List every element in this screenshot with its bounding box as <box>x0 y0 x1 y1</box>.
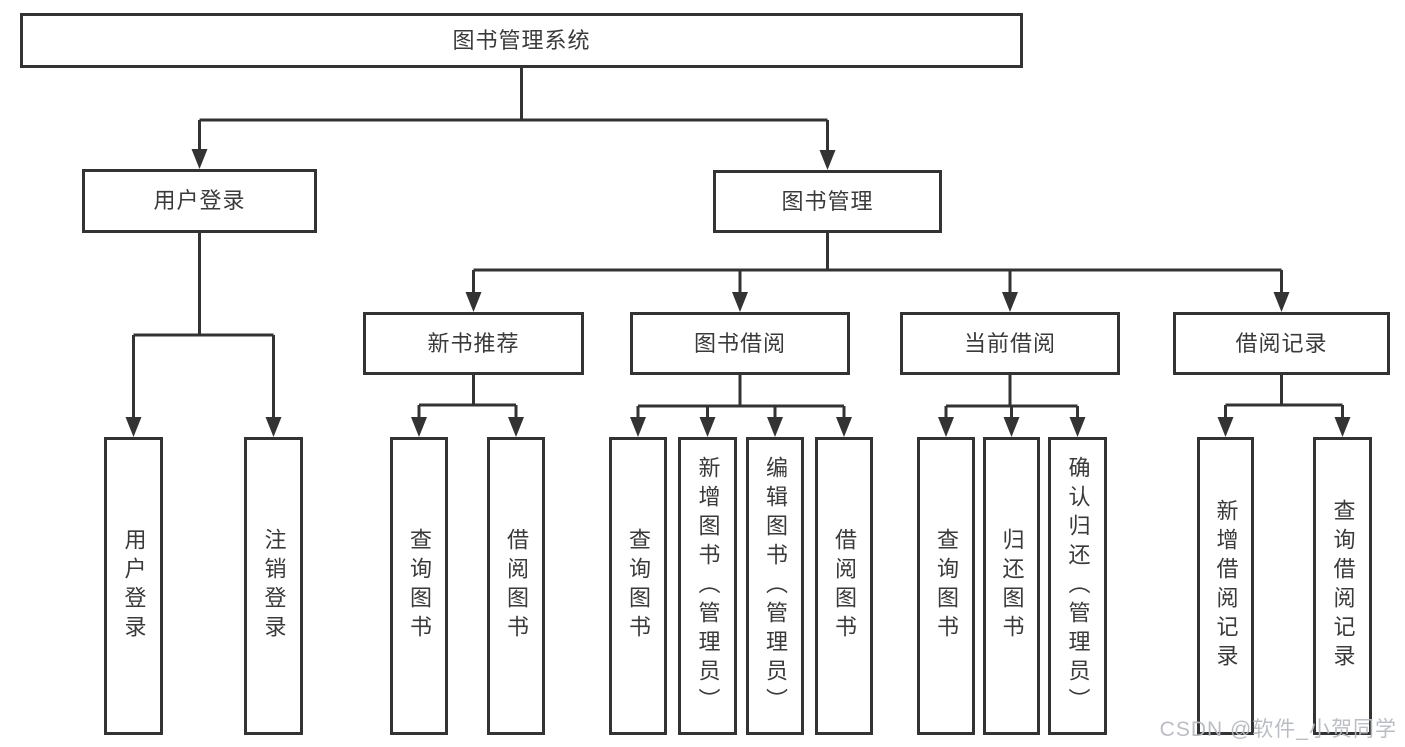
node-book-management: 图书管理 <box>713 170 942 233</box>
leaf-borrow-books-recommend: 借阅图书 <box>487 437 545 735</box>
node-label: 编辑图书（管理员） <box>763 455 788 717</box>
node-label: 查询图书 <box>407 528 432 644</box>
leaf-query-books-current: 查询图书 <box>917 437 975 735</box>
node-label: 借阅记录 <box>1235 330 1328 356</box>
node-label: 查询图书 <box>626 528 651 644</box>
leaf-query-books-recommend: 查询图书 <box>390 437 448 735</box>
node-book-borrowing: 图书借阅 <box>630 312 850 375</box>
leaf-logout: 注销登录 <box>244 437 303 735</box>
node-label: 新增借阅记录 <box>1213 499 1239 673</box>
node-label: 图书管理 <box>781 188 874 214</box>
node-library-system: 图书管理系统 <box>20 13 1023 68</box>
csdn-watermark: CSDN @软件_小贺同学 <box>1159 718 1397 741</box>
node-label: 用户登录 <box>121 528 147 644</box>
node-label: 归还图书 <box>999 528 1025 644</box>
node-borrowing-records: 借阅记录 <box>1173 312 1390 375</box>
node-label: 新增图书（管理员） <box>695 455 721 717</box>
leaf-add-books-admin: 新增图书（管理员） <box>678 437 737 735</box>
node-label: 当前借阅 <box>963 330 1056 356</box>
node-current-borrowing: 当前借阅 <box>900 312 1120 375</box>
leaf-edit-books-admin: 编辑图书（管理员） <box>746 437 804 735</box>
node-label: 查询图书 <box>934 528 959 644</box>
node-label: 新书推荐 <box>427 330 520 356</box>
leaf-return-books: 归还图书 <box>983 437 1040 735</box>
node-label: 查询借阅记录 <box>1330 499 1356 673</box>
node-label: 确认归还（管理员） <box>1065 455 1091 717</box>
leaf-query-books-borrowing: 查询图书 <box>609 437 667 735</box>
node-label: 图书借阅 <box>693 330 786 356</box>
node-label: 注销登录 <box>261 528 287 644</box>
leaf-user-login: 用户登录 <box>104 437 163 735</box>
node-label: 图书管理系统 <box>452 27 591 53</box>
leaf-add-borrow-record: 新增借阅记录 <box>1197 437 1254 735</box>
leaf-confirm-return-admin: 确认归还（管理员） <box>1048 437 1107 735</box>
leaf-query-borrow-record: 查询借阅记录 <box>1313 437 1372 735</box>
node-label: 用户登录 <box>153 188 246 213</box>
node-user-login: 用户登录 <box>82 169 317 233</box>
node-label: 借阅图书 <box>832 528 857 644</box>
node-new-book-recommend: 新书推荐 <box>363 312 584 375</box>
arrowheads <box>125 149 1351 437</box>
node-label: 借阅图书 <box>504 528 529 644</box>
leaf-borrow-books-borrowing: 借阅图书 <box>815 437 873 735</box>
